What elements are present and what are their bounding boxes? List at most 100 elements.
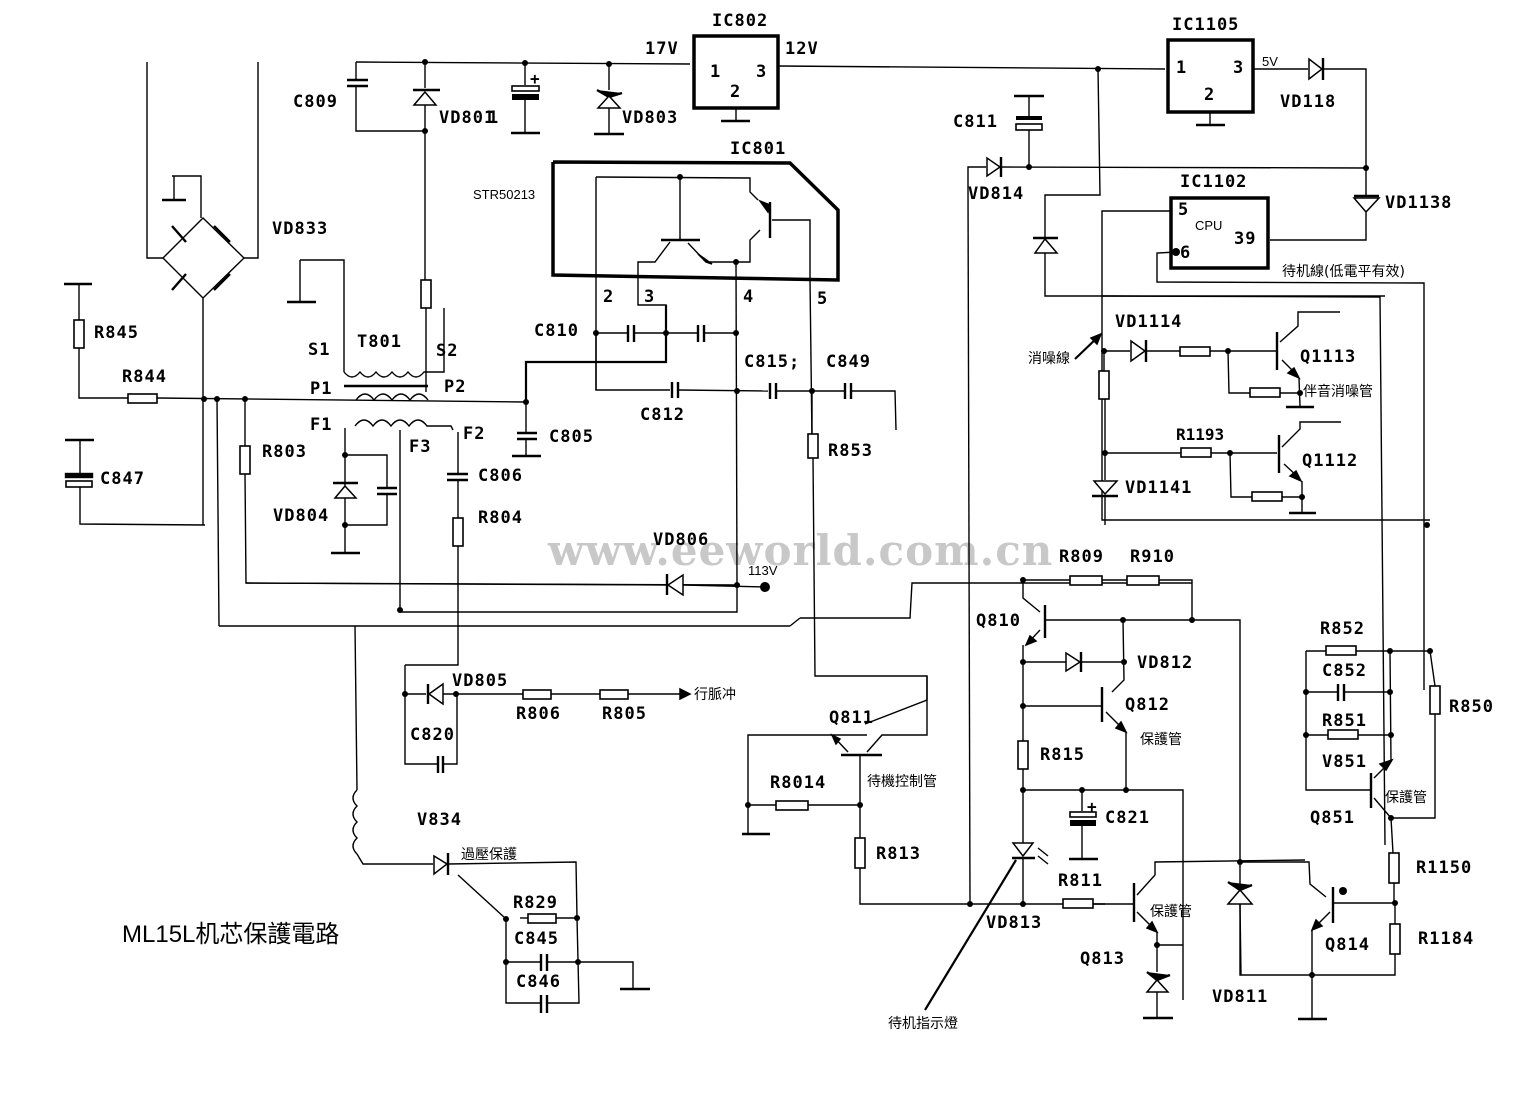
ic801-pin4: 4: [743, 287, 754, 307]
note-audio-mute: 伴音消噪管: [1303, 383, 1373, 400]
label-p2: P2: [444, 377, 466, 397]
bridge-rectifier-vd833: [146, 62, 259, 525]
note-standby-led: 待机指示燈: [888, 1016, 958, 1032]
label-f3: F3: [409, 437, 431, 457]
label-t801: T801: [357, 332, 402, 352]
label-c806: C806: [478, 466, 523, 486]
note-standby-control: 待機控制管: [867, 774, 937, 790]
label-r852: R852: [1320, 619, 1365, 639]
note-protect-q813: 保護管: [1150, 904, 1192, 920]
label-r845: R845: [94, 323, 139, 343]
label-r815: R815: [1040, 745, 1085, 765]
diode-vd806: [245, 573, 770, 613]
label-vd813: VD813: [986, 913, 1042, 933]
label-p1: P1: [310, 379, 332, 399]
note-protect-q851: 保護管: [1385, 790, 1427, 806]
label-q1112: Q1112: [1302, 451, 1358, 471]
label-q814: Q814: [1325, 935, 1370, 955]
label-r8014: R8014: [770, 773, 826, 793]
transistor-q810-q812: [967, 187, 1305, 976]
ic802-input-voltage: 17V: [645, 39, 679, 59]
label-f1: F1: [310, 415, 332, 435]
transformer-t801: [287, 259, 454, 612]
label-vd1138: VD1138: [1385, 193, 1452, 213]
capacitor-c812: [595, 333, 769, 398]
capacitor-c809: [347, 62, 425, 132]
ic802-pin2: 2: [730, 82, 741, 102]
label-r803: R803: [262, 442, 307, 462]
label-r844: R844: [122, 367, 167, 387]
ic1102-name: IC1102: [1180, 172, 1247, 192]
label-c847: C847: [100, 469, 145, 489]
r829-c845-c846-network: [503, 913, 650, 1013]
label-q812: Q812: [1125, 695, 1170, 715]
note-protect-q812: 保護管: [1140, 732, 1182, 748]
label-r829: R829: [513, 893, 558, 913]
label-q810: Q810: [976, 611, 1021, 631]
label-vd833: VD833: [272, 219, 328, 239]
label-s2: S2: [436, 341, 458, 361]
label-c846: C846: [516, 972, 561, 992]
ic1105-pin1: 1: [1176, 58, 1187, 78]
voltage-113v: 113V: [748, 563, 778, 578]
ic1102-cpu: [1101, 196, 1430, 690]
label-r910: R910: [1130, 547, 1175, 567]
label-vd811: VD811: [1212, 987, 1268, 1007]
label-r811: R811: [1058, 871, 1103, 891]
label-q811: Q811: [829, 708, 874, 728]
label-c809: C809: [293, 92, 338, 112]
label-c812: C812: [640, 405, 685, 425]
label-vd1141: VD1141: [1125, 478, 1192, 498]
label-vd801: VD801: [439, 108, 495, 128]
ic802-pin3: 3: [756, 62, 767, 82]
ic1105-output-voltage: 5V: [1262, 54, 1278, 69]
watermark: www.eeworld.com.cn: [547, 526, 1053, 575]
mute-circuit: [1074, 295, 1430, 846]
label-c-partial: 1: [488, 108, 499, 128]
label-c811: C811: [953, 112, 998, 132]
ic1102-pin39: 39: [1234, 229, 1256, 249]
capacitor-c815: [768, 383, 845, 399]
transistor-q811: [742, 676, 1105, 905]
note-mute-line: 消噪線: [1028, 351, 1070, 367]
svg-text:+: +: [1087, 797, 1097, 816]
label-f2: F2: [463, 424, 485, 444]
note-standby-line: 待机線(低電平有效): [1282, 264, 1405, 280]
label-q851: Q851: [1310, 808, 1355, 828]
label-c805: C805: [549, 427, 594, 447]
label-r1193: R1193: [1176, 425, 1224, 444]
ic801-pin2: 2: [603, 287, 614, 307]
label-v834: V834: [417, 810, 462, 830]
ic1102-pin5: 5: [1178, 200, 1189, 220]
ic801-name: IC801: [730, 139, 786, 159]
ic802-name: IC802: [712, 11, 768, 31]
ic801-pin5: 5: [817, 289, 828, 309]
label-vd803: VD803: [622, 108, 678, 128]
label-r851: R851: [1322, 711, 1367, 731]
zener-vd801: [412, 62, 440, 392]
ic801-pin3: 3: [644, 287, 655, 307]
label-c821: C821: [1105, 808, 1150, 828]
svg-text:+: +: [530, 69, 540, 88]
capacitors-c810: [524, 305, 739, 400]
capacitor-c849: [843, 383, 897, 431]
note-overvoltage: 過壓保護: [461, 847, 517, 863]
label-c845: C845: [514, 929, 559, 949]
label-v851: V851: [1322, 752, 1367, 772]
q814-vd811: [1226, 859, 1395, 1021]
label-r804: R804: [478, 508, 523, 528]
capacitor-electrolytic: +: [511, 60, 540, 135]
label-r805: R805: [602, 704, 647, 724]
capacitor-c805: [512, 399, 541, 458]
label-r853: R853: [828, 441, 873, 461]
label-c852: C852: [1322, 661, 1367, 681]
label-r1184: R1184: [1418, 929, 1474, 949]
c811-vd814: [967, 94, 1367, 188]
label-vd1114: VD1114: [1115, 312, 1182, 332]
ic1102-pin6: 6: [1180, 243, 1191, 263]
capacitor-c806-r804: [405, 432, 468, 666]
label-c820: C820: [410, 725, 455, 745]
label-r850: R850: [1449, 697, 1494, 717]
label-c815: C815;: [744, 352, 800, 372]
